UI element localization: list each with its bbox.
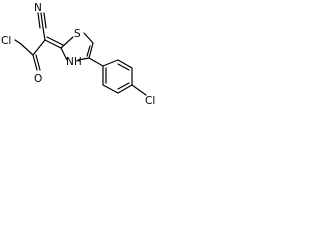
bond-ring-c4-n: [77, 57, 90, 61]
bond-ring-c5-c4: [88, 42, 94, 59]
atom-n-nitrile: N: [34, 2, 42, 14]
bond-phenyl-cl: [131, 84, 147, 96]
bond-phenyl-5: [102, 84, 119, 94]
bond-carbonyl-ch2: [20, 43, 34, 56]
bond-nitrile-triple-3: [43, 12, 47, 29]
bond-ring-c2-s: [60, 36, 74, 49]
bond-phenyl-4: [117, 84, 133, 94]
bond-phenyl-1: [102, 59, 119, 67]
atom-labels: N Cl O S NH Cl: [1, 2, 155, 107]
atom-nh-ring: NH: [66, 56, 82, 68]
bond-nitrile-alpha: [42, 27, 46, 41]
bond-nitrile-triple-1: [37, 12, 41, 29]
bond-ring-n-c2: [60, 47, 68, 61]
bond-ring-s-c5: [83, 32, 94, 44]
bond-phenyl-inner-2: [117, 82, 130, 90]
bonds: [14, 12, 147, 96]
chemical-structure: N Cl O S NH Cl: [1, 2, 155, 107]
bond-ring-c5-c4-inner: [86, 45, 91, 57]
atom-cl-left: Cl: [1, 35, 11, 47]
atom-s-ring: S: [74, 28, 81, 40]
bond-exocyclic-double-1: [44, 39, 62, 49]
bond-alpha-carbonyl: [32, 39, 46, 56]
bond-ring-phenyl: [88, 57, 104, 67]
bond-carbonyl-double-2: [35, 54, 41, 71]
bond-phenyl-inner-1: [117, 63, 130, 71]
bond-carbonyl-double-1: [32, 54, 38, 71]
atom-cl-aryl: Cl: [145, 95, 155, 107]
bond-phenyl-2: [117, 59, 133, 69]
bond-nitrile-triple-2: [40, 12, 44, 29]
atom-o-carbonyl: O: [34, 73, 42, 85]
bond-ch2-cl: [14, 39, 22, 45]
bond-exocyclic-double-2: [46, 36, 64, 46]
